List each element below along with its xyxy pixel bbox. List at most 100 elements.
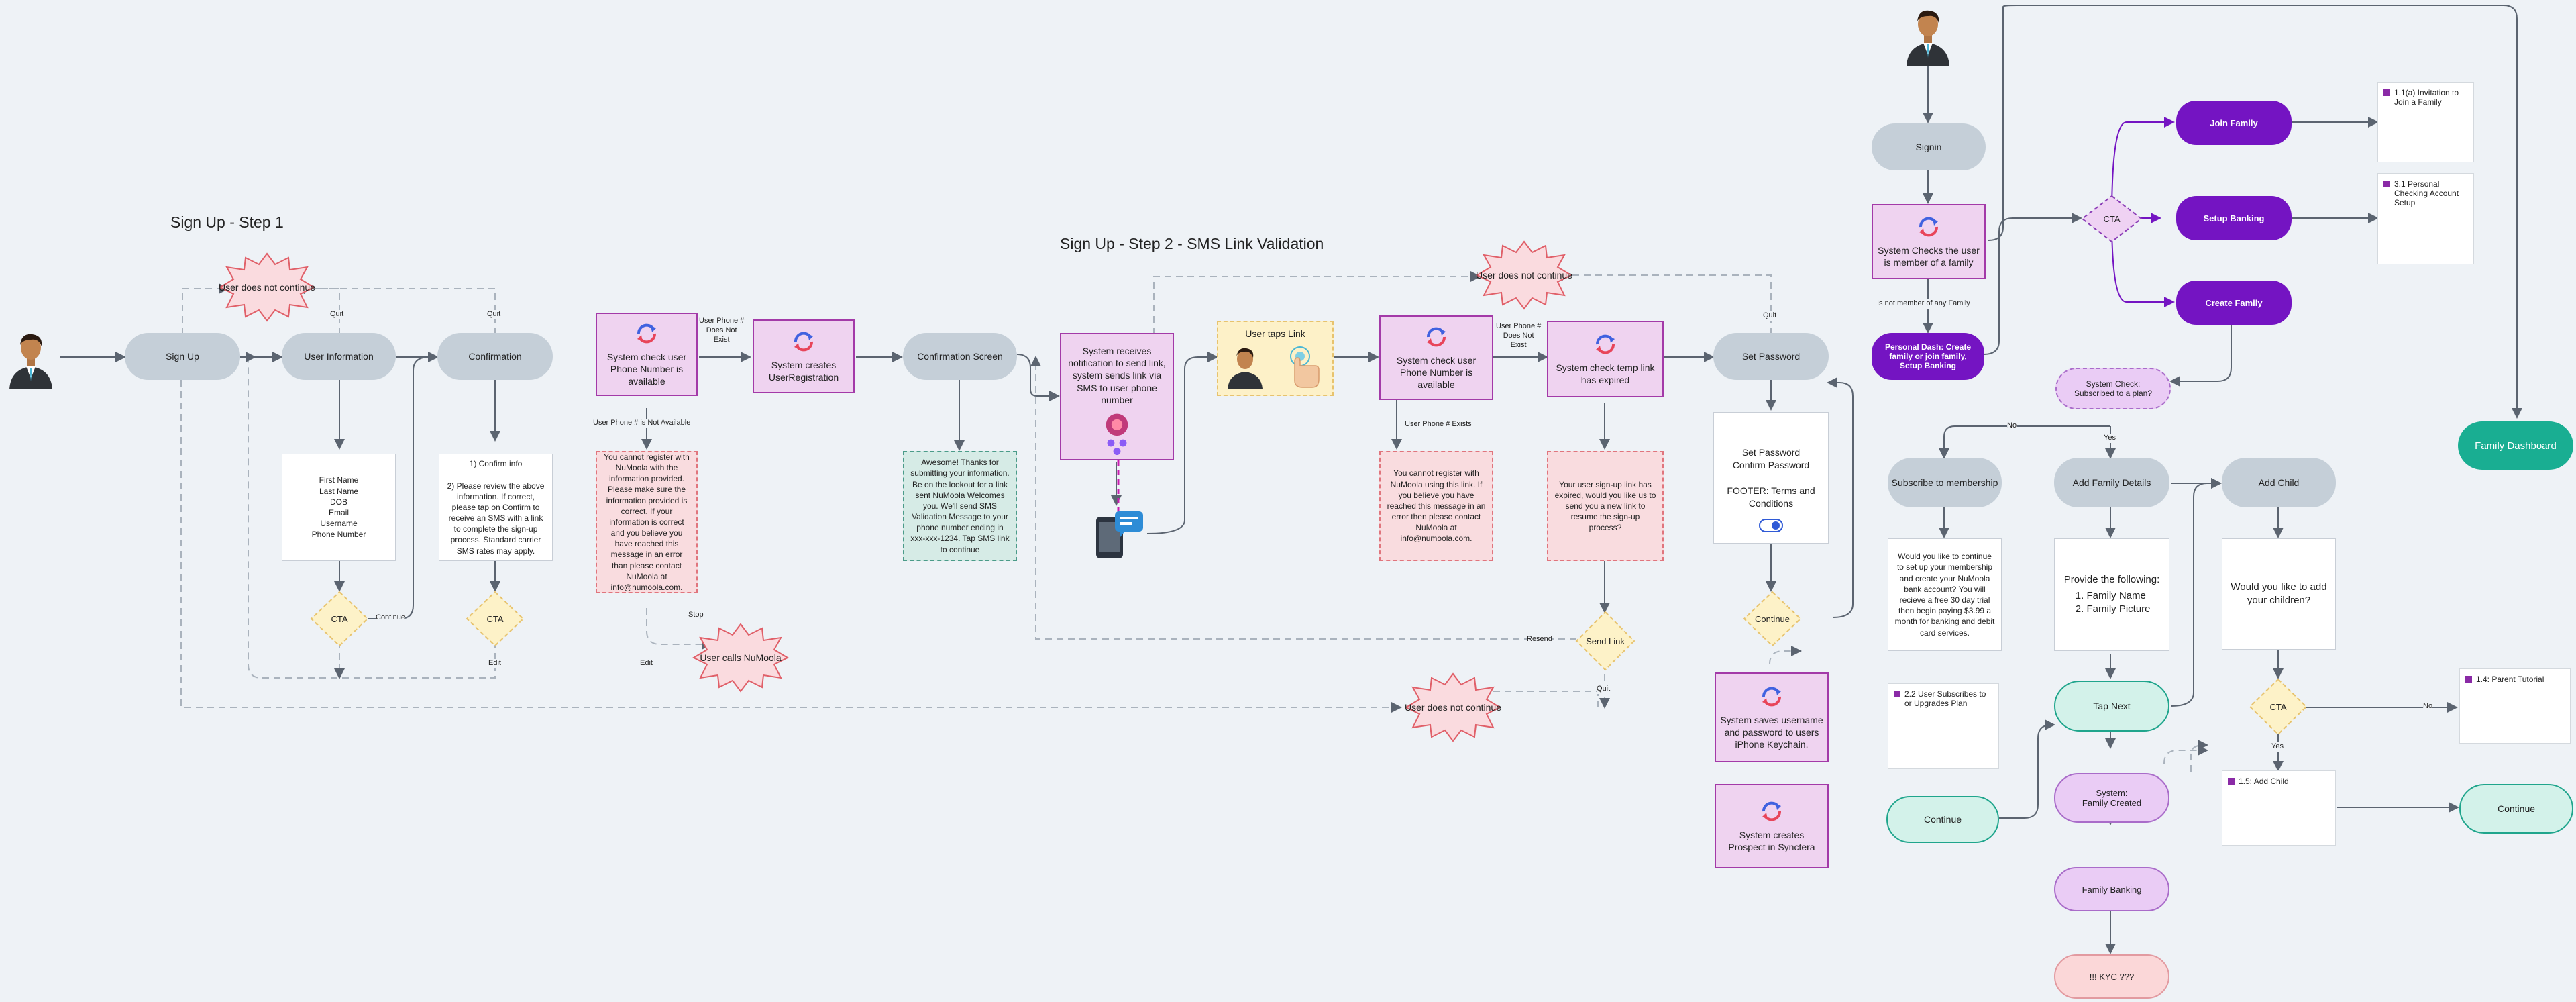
card-link-icon: [2465, 676, 2472, 683]
button-continue-1[interactable]: Continue: [1886, 796, 1999, 843]
node-checks-family-member: System Checks the user is member of a fa…: [1872, 204, 1986, 279]
edge-label-edit: Edit: [640, 659, 653, 668]
node-family-created: System: Family Created: [2054, 773, 2169, 823]
node-subscribed-check: System Check: Subscribed to a plan?: [2055, 368, 2171, 409]
edge-label-continue: Continue: [376, 613, 406, 623]
provide-item: Family Name: [2086, 589, 2150, 603]
node-join-family: Join Family: [2176, 101, 2292, 145]
sync-icon: [1595, 334, 1615, 354]
title-sign-up-step-2: Sign Up - Step 2 - SMS Link Validation: [1060, 235, 1324, 252]
node-set-password: Set Password: [1713, 333, 1829, 380]
edge-label-quit: Quit: [1597, 685, 1611, 694]
burst-user-does-not-continue-2-label: User does not continue: [1476, 269, 1572, 281]
provide-item: Family Picture: [2086, 603, 2150, 616]
node-sends-sms-link-label: System receives notification to send lin…: [1068, 346, 1166, 405]
node-check-phone-2: System check user Phone Number is availa…: [1379, 315, 1493, 400]
decision-continue: Continue: [1743, 591, 1802, 647]
node-add-family-details: Add Family Details: [2054, 458, 2169, 507]
card-link-icon: [1894, 691, 1900, 697]
burst-user-does-not-continue-3: User does not continue: [1405, 672, 1501, 742]
edge-label-quit: Quit: [330, 310, 344, 319]
node-check-phone-1: System check user Phone Number is availa…: [596, 313, 698, 396]
decision-cta-child: CTA: [2249, 678, 2308, 736]
user-avatar-icon: [9, 334, 52, 389]
node-subscribe-membership: Subscribe to membership: [1888, 458, 2002, 507]
node-saves-credentials-label: System saves username and password to us…: [1720, 714, 1823, 750]
node-check-phone-1-label: System check user Phone Number is availa…: [606, 351, 687, 387]
card-add-child-label: 1.5: Add Child: [2239, 776, 2289, 786]
node-check-temp-link-label: System check temp link has expired: [1556, 362, 1655, 385]
button-family-dashboard[interactable]: Family Dashboard: [2458, 421, 2573, 470]
card-personal-checking: 3.1 Personal Checking Account Setup: [2377, 173, 2474, 264]
phone-exists-message: You cannot register with NuMoola using t…: [1379, 451, 1493, 561]
burst-user-calls: User calls NuMoola: [692, 623, 789, 693]
node-creates-registration-label: System creates UserRegistration: [768, 359, 839, 383]
edge-label-no: No: [2007, 421, 2017, 431]
card-add-child: 1.5: Add Child: [2222, 770, 2336, 846]
node-check-temp-link: System check temp link has expired: [1547, 321, 1664, 397]
sync-icon: [1762, 801, 1782, 821]
node-signin: Signin: [1872, 123, 1986, 170]
signin-user-avatar-icon: [1907, 10, 1949, 66]
node-user-information: User Information: [282, 333, 396, 380]
edge-label-phone-not-exist: User Phone # Does Not Exist: [699, 317, 745, 345]
confirm-info-box: 1) Confirm info 2) Please review the abo…: [439, 454, 553, 561]
tap-gesture-icon: [1228, 346, 1320, 389]
node-creates-registration: System creates UserRegistration: [753, 319, 855, 393]
card-link-icon: [2228, 778, 2235, 785]
title-sign-up-step-1: Sign Up - Step 1: [170, 213, 284, 231]
edge-label-resend: Resend: [1527, 635, 1552, 644]
burst-user-does-not-continue-2: User does not continue: [1476, 240, 1572, 310]
node-confirmation: Confirmation: [437, 333, 553, 380]
card-personal-checking-label: 3.1 Personal Checking Account Setup: [2394, 179, 2459, 207]
card-link-icon: [2383, 89, 2390, 96]
card-link-icon: [2383, 181, 2390, 187]
edge-label-edit: Edit: [488, 659, 501, 668]
edge-label-yes: Yes: [2104, 434, 2116, 443]
decision-cta-1-label: CTA: [331, 613, 348, 624]
button-continue-2[interactable]: Continue: [2459, 784, 2573, 834]
add-children-question: Would you like to add your children?: [2222, 538, 2336, 650]
node-kyc: !!! KYC ???: [2054, 954, 2169, 999]
decision-cta-2-label: CTA: [486, 613, 504, 624]
decision-cta-1: CTA: [310, 591, 369, 647]
burst-user-calls-label: User calls NuMoola: [700, 652, 782, 663]
user-info-fields-box: First Name Last Name DOB Email Username …: [282, 454, 396, 561]
node-user-taps-link: User taps Link: [1217, 321, 1334, 396]
card-invitation: 1.1(a) Invitation to Join a Family: [2377, 82, 2474, 162]
decision-send-link: Send Link: [1575, 611, 1635, 671]
edge-label-not-member: Is not member of any Family: [1877, 299, 1970, 309]
node-creates-prospect: System creates Prospect in Synctera: [1715, 784, 1829, 868]
decision-cta-child-label: CTA: [2269, 701, 2287, 712]
card-invitation-label: 1.1(a) Invitation to Join a Family: [2394, 88, 2459, 107]
burst-user-does-not-continue-1-label: User does not continue: [219, 281, 315, 293]
node-create-family: Create Family: [2176, 281, 2292, 325]
set-password-form-text: Set Password Confirm Password FOOTER: Te…: [1727, 447, 1815, 509]
provide-details-box: Provide the following: Family Name Famil…: [2054, 538, 2169, 651]
notification-icon: [1106, 413, 1128, 455]
node-setup-banking: Setup Banking: [2176, 196, 2292, 240]
node-check-phone-2-label: System check user Phone Number is availa…: [1396, 354, 1477, 391]
awesome-message: Awesome! Thanks for submitting your info…: [903, 451, 1017, 561]
burst-user-does-not-continue-3-label: User does not continue: [1405, 701, 1501, 713]
edge-label-phone-exists: User Phone # Exists: [1405, 420, 1472, 430]
dashed-link: [1117, 460, 1120, 514]
node-saves-credentials: System saves username and password to us…: [1715, 672, 1829, 762]
button-tap-next[interactable]: Tap Next: [2054, 681, 2169, 732]
edge-label-yes: Yes: [2271, 742, 2284, 752]
decision-send-link-label: Send Link: [1586, 636, 1625, 646]
sync-icon: [1762, 687, 1782, 707]
burst-user-does-not-continue-1: User does not continue: [219, 252, 315, 322]
edge-label-phone-not-available: User Phone # is Not Available: [593, 419, 691, 428]
edge-label-phone-not-exist: User Phone # Does Not Exist: [1496, 322, 1542, 350]
edge-label-stop: Stop: [688, 611, 704, 620]
link-expired-message: Your user sign-up link has expired, woul…: [1547, 451, 1664, 561]
card-parent-tutorial: 1.4: Parent Tutorial: [2459, 668, 2571, 744]
edge-label-no: No: [2423, 702, 2433, 711]
sync-icon: [1919, 217, 1939, 237]
phone-sms-icon: [1096, 511, 1143, 558]
toggle-switch-icon: [1759, 519, 1783, 533]
node-user-taps-link-label: User taps Link: [1245, 328, 1305, 339]
decision-continue-label: Continue: [1754, 613, 1790, 624]
